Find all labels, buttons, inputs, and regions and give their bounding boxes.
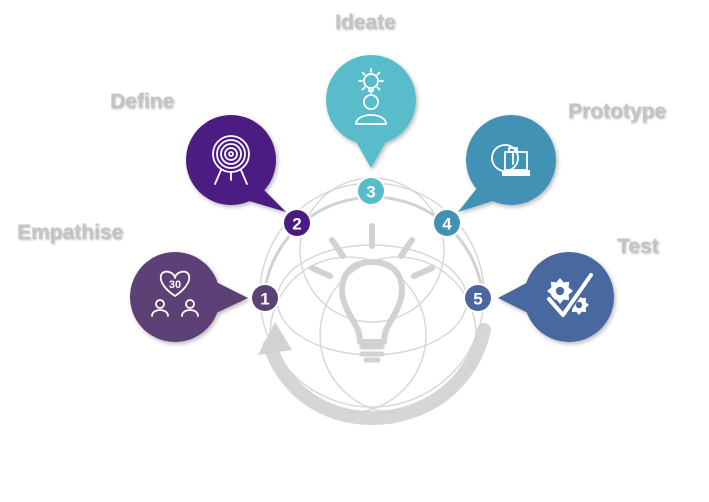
stage-label-prototype: Prototype [568,100,667,123]
lightbulb-bulb [339,259,405,345]
lightbulb-person-icon [355,68,387,125]
step-number-circle [284,210,310,236]
bubble-tail [212,280,248,315]
step-number-circle [465,285,491,311]
stage-label-empathise: Empathise [17,221,124,244]
stage-label-ideate: Ideate [335,11,396,34]
empathy-icon-number: 30 [169,279,181,291]
lightbulb-base [359,344,385,363]
cycle-return-arrow [263,323,491,426]
step-number-text: 5 [473,290,482,309]
step-number-text: 1 [260,290,269,309]
step-number-text: 4 [442,215,452,234]
step-number-text: 2 [292,215,301,234]
step-number-5: 5 [463,283,493,313]
step-number-circle [434,210,460,236]
stage-label-define: Define [110,90,175,113]
stage-numbers: 1 2 3 4 5 [250,176,493,313]
step-number-4: 4 [432,208,462,238]
stage-label-test: Test [617,235,659,258]
bubble-tail [498,280,532,315]
bubble-body [326,55,416,145]
step-number-2: 2 [282,208,312,238]
target-easel-icon [212,135,250,185]
bubble-tail [355,140,387,168]
stage-bubbles: 30 [130,55,614,342]
bubble-body [466,115,556,205]
gears-checkmark-icon [545,271,595,319]
step-number-3: 3 [356,176,386,206]
stage-bubble-empathise [130,252,248,342]
center-lightbulb-graphic [258,177,491,426]
step-number-text: 3 [366,183,375,202]
stage-bubble-prototype [458,115,556,212]
stage-bubble-ideate [326,55,416,168]
bubble-body [130,252,220,342]
step-number-circle [358,178,384,204]
bubble-body [524,252,614,342]
arrowhead [258,322,292,355]
step-number-1: 1 [250,283,280,313]
step-number-circle [252,285,278,311]
lightbulb-rays [309,223,435,279]
3d-printer-icon [491,144,530,176]
empathy-heart-people-icon: 30 [151,270,199,317]
